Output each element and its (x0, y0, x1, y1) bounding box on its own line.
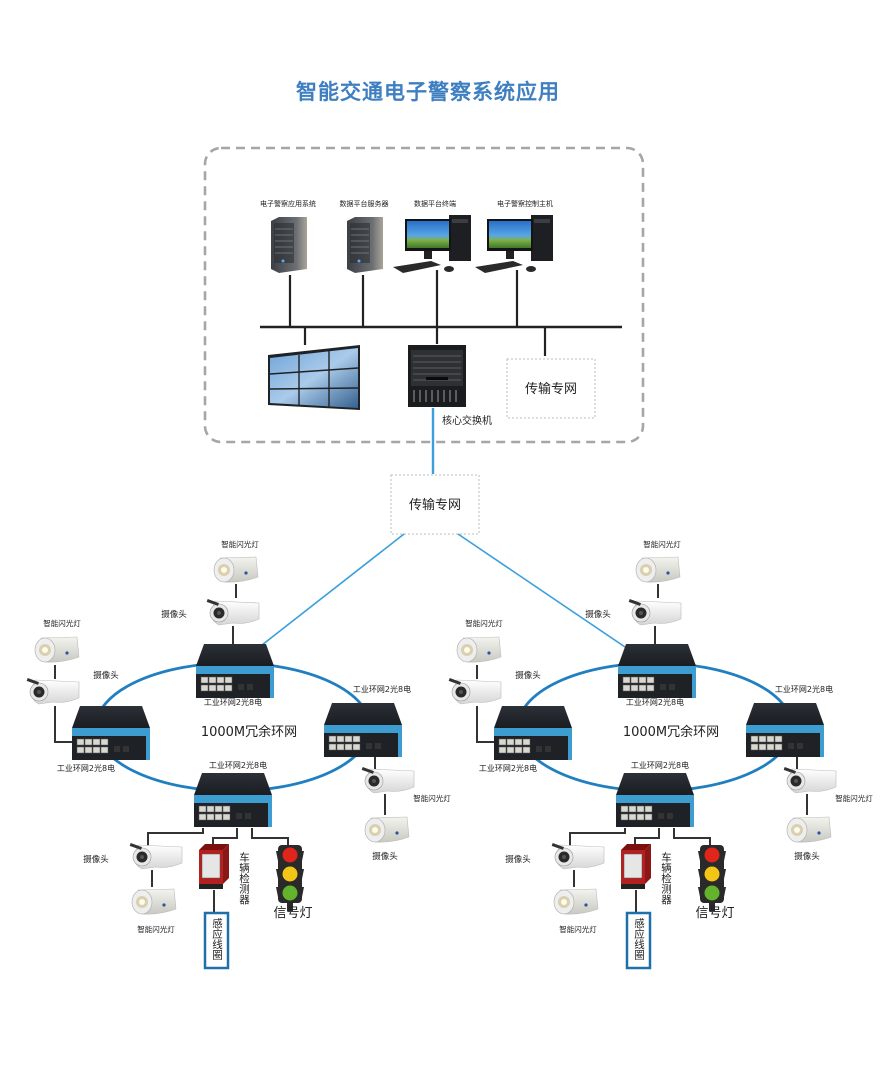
ring-label: 1000M冗余环网 (201, 724, 297, 740)
flash-label: 智能闪光灯 (643, 539, 681, 549)
signal-light-label: 信号灯 (273, 906, 312, 921)
signal-light-label: 信号灯 (695, 906, 734, 921)
camera-label: 摄像头 (83, 854, 109, 865)
detector-label: 车辆检测器 (238, 851, 250, 905)
ring-network-left: 智能闪光灯 摄像头 工业环网2光8电 智能闪光灯 摄像头 工业环网2光8电 10… (26, 539, 451, 970)
transport-box-internal-label: 传输专网 (525, 381, 577, 397)
flash-label: 智能闪光灯 (43, 618, 81, 628)
camera-label: 摄像头 (515, 670, 541, 681)
transport-network-label: 传输专网 (409, 497, 461, 513)
induction-coil-box (203, 911, 230, 970)
camera-icon (26, 677, 80, 705)
flash-light-icon (213, 556, 259, 583)
switch-label: 工业环网2光8电 (353, 684, 411, 694)
device-label-control-host: 电子警察控制主机 (497, 199, 553, 208)
flash-label: 智能闪光灯 (559, 924, 597, 934)
vehicle-detector-icon (198, 843, 230, 890)
page-title: 智能交通电子警察系统应用 (296, 80, 560, 104)
camera-icon (551, 842, 605, 870)
device-label-data-terminal: 数据平台终端 (414, 199, 456, 208)
camera-label: 摄像头 (505, 854, 531, 865)
switch-label: 工业环网2光8电 (209, 760, 267, 770)
switch-label: 工业环网2光8电 (204, 697, 262, 707)
camera-label: 摄像头 (585, 609, 611, 620)
ring-switch-left (71, 705, 151, 761)
flash-light-icon (786, 816, 832, 843)
ring-switch-right (745, 702, 825, 758)
camera-icon (129, 842, 183, 870)
control-center-region (203, 146, 645, 444)
tower-server-icon (270, 216, 308, 274)
flash-label: 智能闪光灯 (465, 618, 503, 628)
camera-label: 摄像头 (372, 851, 398, 862)
coil-label: 感应线圈 (211, 917, 223, 961)
ring-switch-bottom (193, 772, 273, 828)
desktop-pc-icon (393, 215, 471, 273)
ring-switch-bottom (615, 772, 695, 828)
ring-uplink-right (457, 533, 626, 648)
camera-icon (361, 766, 415, 794)
desktop-pc-icon (475, 215, 553, 273)
switch-label: 工业环网2光8电 (479, 763, 537, 773)
camera-icon (783, 766, 837, 794)
ring-label: 1000M冗余环网 (623, 724, 719, 740)
detector-label: 车辆检测器 (660, 851, 672, 905)
flash-light-icon (635, 556, 681, 583)
ring-network-right: 智能闪光灯 摄像头 工业环网2光8电 智能闪光灯 摄像头 工业环网2光8电 10… (448, 539, 873, 970)
camera-icon (206, 598, 260, 626)
camera-label: 摄像头 (161, 609, 187, 620)
video-wall-icon (268, 345, 360, 410)
switch-label: 工业环网2光8电 (775, 684, 833, 694)
flash-label: 智能闪光灯 (413, 793, 451, 803)
flash-label: 智能闪光灯 (137, 924, 175, 934)
vehicle-detector-icon (620, 843, 652, 890)
camera-icon (628, 598, 682, 626)
flash-light-icon (131, 888, 177, 915)
flash-light-icon (456, 636, 502, 663)
device-label-app-system: 电子警察应用系统 (260, 199, 316, 208)
traffic-light-icon (698, 845, 726, 911)
induction-coil-box (625, 911, 652, 970)
ring-switch-right (323, 702, 403, 758)
camera-label: 摄像头 (93, 670, 119, 681)
switch-label: 工业环网2光8电 (631, 760, 689, 770)
ring-switch-top (195, 643, 275, 699)
coil-label: 感应线圈 (633, 917, 645, 961)
core-switch-icon (408, 345, 466, 407)
transport-box-internal (506, 358, 596, 419)
flash-light-icon (553, 888, 599, 915)
flash-light-icon (364, 816, 410, 843)
camera-label: 摄像头 (794, 851, 820, 862)
ring-uplink-left (261, 533, 405, 646)
ring-switch-top (617, 643, 697, 699)
flash-light-icon (34, 636, 80, 663)
switch-label: 工业环网2光8电 (57, 763, 115, 773)
traffic-light-icon (276, 845, 304, 911)
ring-switch-left (493, 705, 573, 761)
camera-icon (448, 677, 502, 705)
switch-label: 工业环网2光8电 (626, 697, 684, 707)
core-switch-label: 核心交换机 (442, 414, 492, 427)
transport-network-box (390, 474, 480, 535)
device-drop-lines (288, 270, 519, 328)
flash-label: 智能闪光灯 (835, 793, 873, 803)
flash-label: 智能闪光灯 (221, 539, 259, 549)
tower-server-icon (346, 216, 384, 274)
device-label-data-server: 数据平台服务器 (340, 199, 389, 208)
